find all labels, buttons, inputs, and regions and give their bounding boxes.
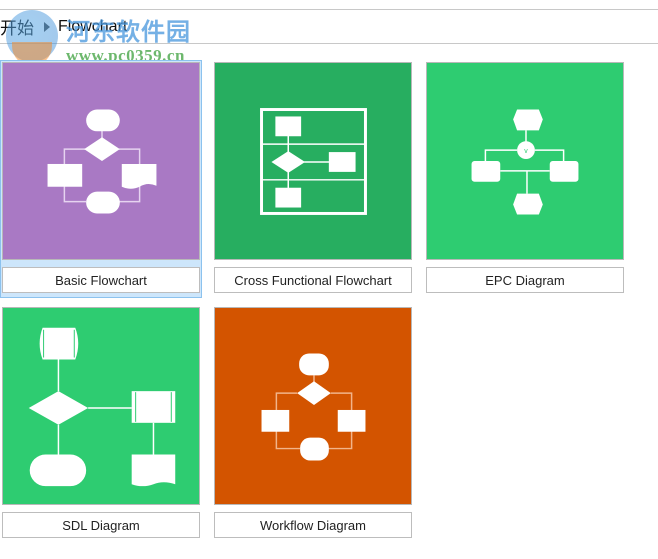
template-card-sdl-diagram[interactable]: SDL Diagram xyxy=(1,306,201,542)
header-bottom-divider xyxy=(0,43,658,44)
template-thumbnail[interactable] xyxy=(214,307,412,505)
header-top-divider xyxy=(0,9,658,10)
template-label[interactable]: Workflow Diagram xyxy=(214,512,412,538)
template-label[interactable]: Basic Flowchart xyxy=(2,267,200,293)
template-thumbnail[interactable] xyxy=(2,307,200,505)
template-thumbnail[interactable] xyxy=(2,62,200,260)
basic-flowchart-icon xyxy=(47,109,157,214)
breadcrumb-current: Flowchart xyxy=(58,17,128,35)
template-card-cross-functional-flowchart[interactable]: Cross Functional Flowchart xyxy=(213,61,413,297)
template-label[interactable]: Cross Functional Flowchart xyxy=(214,267,412,293)
svg-text:v: v xyxy=(524,148,528,155)
triangle-right-icon xyxy=(44,21,50,32)
sdl-diagram-icon xyxy=(28,327,176,487)
template-card-basic-flowchart[interactable]: Basic Flowchart xyxy=(0,60,202,298)
workflow-diagram-icon xyxy=(261,353,366,461)
cross-functional-flowchart-icon xyxy=(260,108,367,215)
template-thumbnail[interactable] xyxy=(214,62,412,260)
template-label[interactable]: SDL Diagram xyxy=(2,512,200,538)
template-card-epc-diagram[interactable]: v EPC Diagram xyxy=(425,61,625,297)
breadcrumb-home[interactable]: 开始 xyxy=(0,19,34,39)
template-thumbnail[interactable]: v xyxy=(426,62,624,260)
template-label[interactable]: EPC Diagram xyxy=(426,267,624,293)
breadcrumb: 开始 Flowchart xyxy=(0,10,658,43)
epc-diagram-icon: v xyxy=(471,109,579,215)
template-card-workflow-diagram[interactable]: Workflow Diagram xyxy=(213,306,413,542)
